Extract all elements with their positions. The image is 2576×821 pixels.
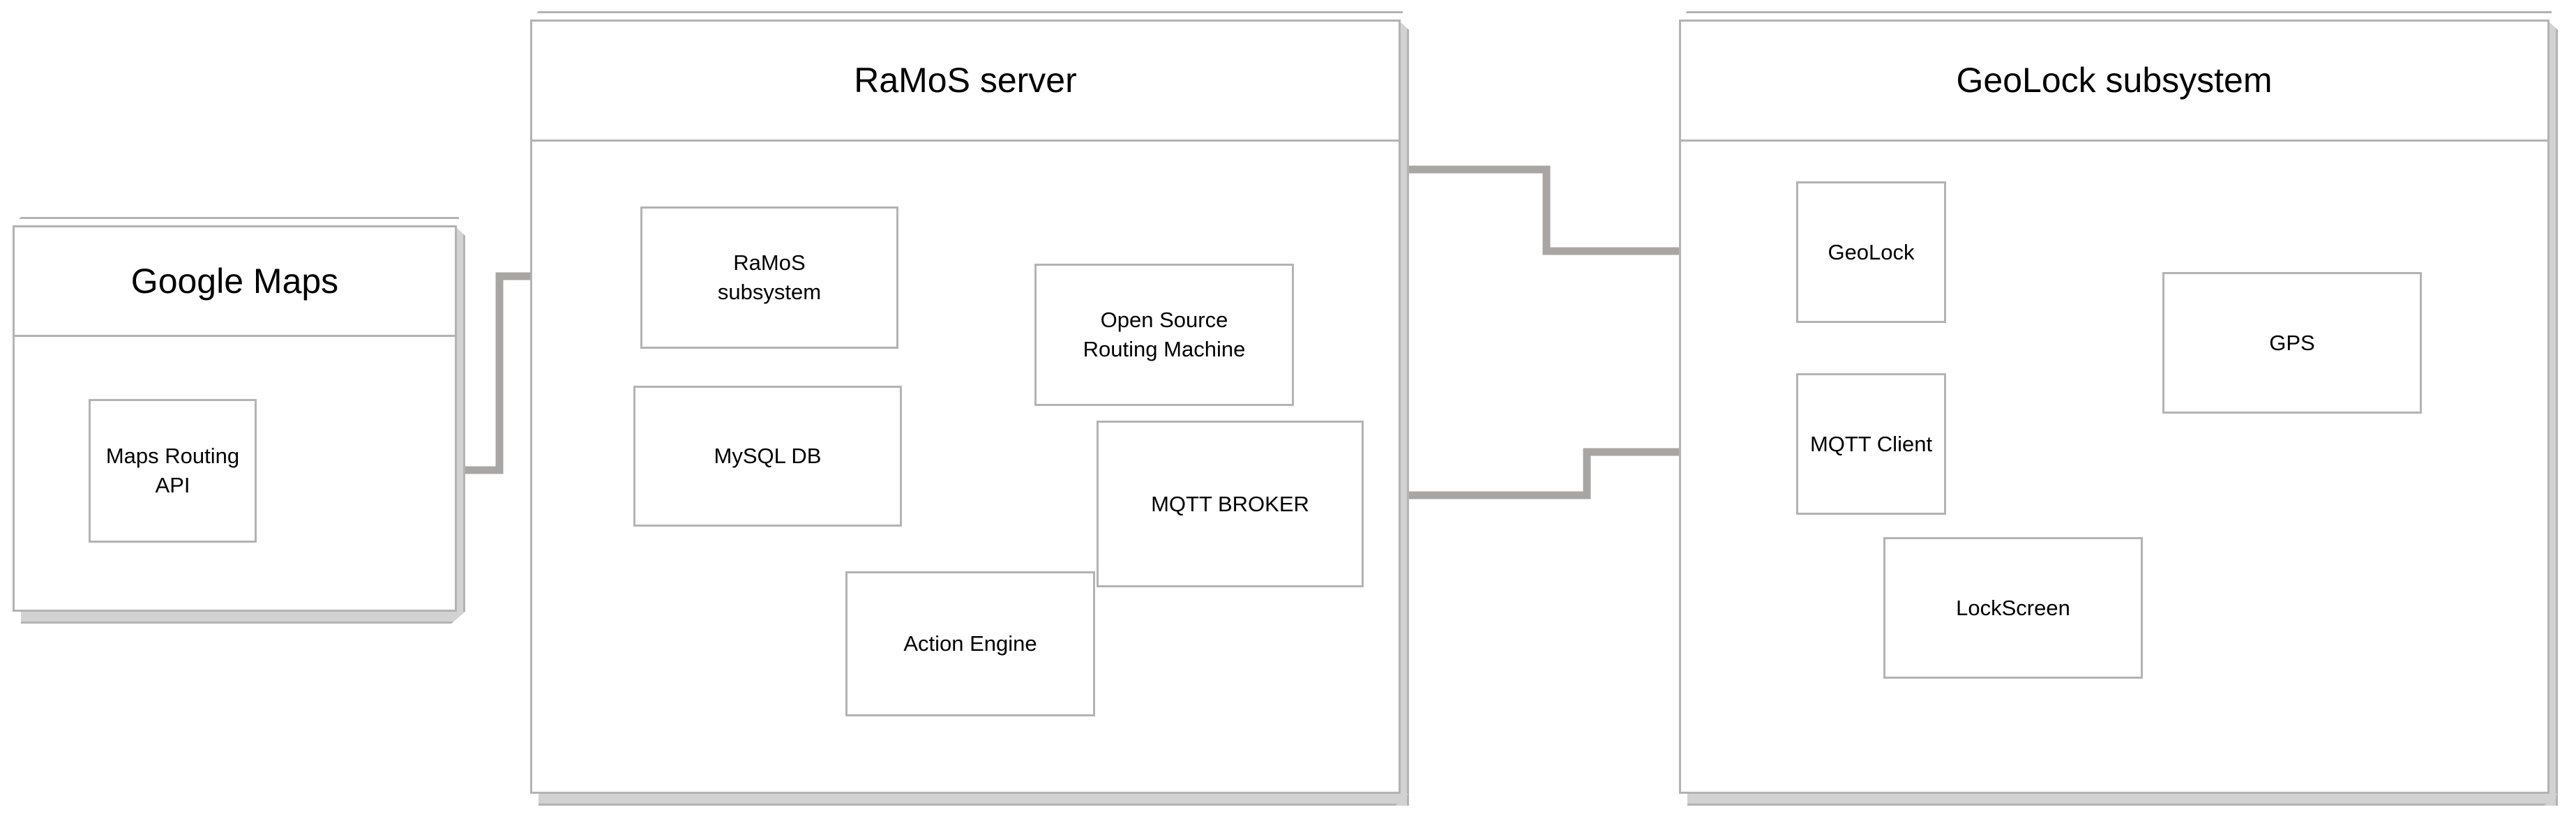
google-maps-title: Google Maps bbox=[130, 261, 339, 301]
node-mysql-db[interactable]: MySQL DB bbox=[633, 386, 902, 527]
mqtt-broker-label: MQTT BROKER bbox=[1151, 491, 1309, 516]
geolock-subsystem-header: GeoLock subsystem bbox=[1681, 22, 2547, 142]
google-maps-header: Google Maps bbox=[15, 227, 455, 337]
ramos-subsystem-label: RaMoS subsystem bbox=[717, 250, 822, 304]
mysql-db-label: MySQL DB bbox=[714, 444, 822, 469]
ramos-panel-top-bevel bbox=[530, 11, 1403, 20]
geolock-subsystem-title: GeoLock subsystem bbox=[1956, 61, 2273, 100]
package-google-maps[interactable]: Google Maps bbox=[13, 225, 457, 612]
node-lockscreen[interactable]: LockScreen bbox=[1883, 537, 2143, 679]
google-maps-panel-top-bevel bbox=[13, 217, 459, 225]
node-mqtt-broker[interactable]: MQTT BROKER bbox=[1097, 421, 1364, 587]
ramos-server-header: RaMoS server bbox=[532, 22, 1399, 142]
open-source-routing-machine-label: Open Source Routing Machine bbox=[1083, 308, 1246, 361]
node-gps[interactable]: GPS bbox=[2162, 272, 2422, 414]
node-action-engine[interactable]: Action Engine bbox=[845, 571, 1095, 716]
geolock-panel-bottom-face bbox=[1687, 794, 2558, 806]
geolock-label: GeoLock bbox=[1828, 239, 1915, 264]
node-maps-routing-api[interactable]: Maps Routing API bbox=[89, 399, 257, 543]
node-open-source-routing-machine[interactable]: Open Source Routing Machine bbox=[1034, 264, 1294, 406]
maps-routing-api-label: Maps Routing API bbox=[105, 444, 240, 497]
node-ramos-subsystem[interactable]: RaMoS subsystem bbox=[640, 206, 898, 349]
node-mqtt-client[interactable]: MQTT Client bbox=[1796, 373, 1946, 515]
geolock-panel-top-bevel bbox=[1679, 11, 2552, 20]
ramos-server-title: RaMoS server bbox=[854, 61, 1077, 100]
mqtt-client-label: MQTT Client bbox=[1809, 431, 1933, 456]
ramos-panel-bottom-face bbox=[538, 794, 1409, 806]
lockscreen-label: LockScreen bbox=[1956, 595, 2070, 620]
node-geolock[interactable]: GeoLock bbox=[1796, 181, 1946, 323]
gps-label: GPS bbox=[2269, 330, 2315, 355]
action-engine-label: Action Engine bbox=[903, 631, 1037, 656]
google-maps-panel-bottom-face bbox=[21, 612, 465, 624]
